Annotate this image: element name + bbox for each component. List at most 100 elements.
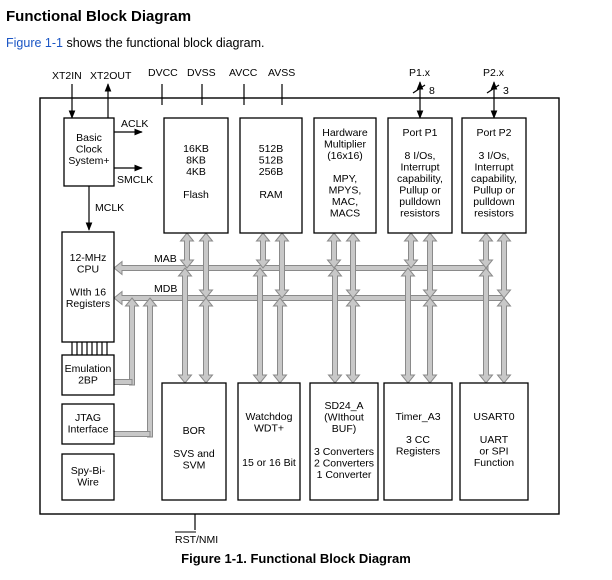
- usart-label-line: or SPI: [479, 446, 508, 458]
- cpu-label-line: CPU: [77, 264, 99, 276]
- multiplier-label-line: (16x16): [327, 150, 363, 162]
- multiplier-label-line: Multiplier: [324, 139, 367, 151]
- spy-bi-wire-block: [61, 453, 115, 501]
- multiplier-block: [313, 117, 377, 234]
- sd24-block: [309, 382, 379, 501]
- port-p2-label-line: resistors: [474, 208, 514, 220]
- bus-link-bottom-2: [252, 267, 268, 384]
- multiplier-label-line: MPY,: [333, 173, 357, 185]
- bus-link-top-8: [478, 232, 494, 269]
- pin-xt2out: XT2OUT: [90, 70, 132, 82]
- port-p1-label-line: 8 I/Os,: [405, 150, 436, 162]
- watchdog-label-line: Watchdog: [246, 411, 293, 423]
- figure-link[interactable]: Figure 1-1: [6, 36, 63, 50]
- pin-p1x: P1.x: [409, 67, 431, 79]
- port-p1-label-line: Port P1: [402, 127, 437, 139]
- ram-label-line: 512B: [259, 155, 284, 167]
- port-p2-label-line: Port P2: [476, 127, 511, 139]
- flash-label-line: Flash: [183, 189, 209, 201]
- multiplier-label-line: MPYS,: [329, 185, 362, 197]
- ram-label-line: RAM: [259, 189, 282, 201]
- sd24-label-line: BUF): [332, 423, 357, 435]
- ram-block: [239, 117, 303, 234]
- spy-bi-wire-label-line: Wire: [77, 477, 99, 489]
- cpu-label-line: 12-MHz: [70, 252, 107, 264]
- port-p2-label-line: 3 I/Os,: [479, 150, 510, 162]
- bus-link-top-0: [179, 232, 195, 269]
- emulation-bus-feed: [113, 379, 133, 385]
- sd24-label-line: (WIthout: [324, 412, 364, 424]
- emulation-label-line: 2BP: [78, 375, 98, 387]
- intro-text: shows the functional block diagram.: [62, 36, 265, 50]
- emulation-bus-riser: [124, 297, 140, 386]
- port-p1-label-line: Interrupt: [400, 162, 439, 174]
- pin-avcc: AVCC: [229, 67, 258, 79]
- bus-link-top-2: [255, 232, 271, 269]
- flash-label-line: 8KB: [186, 155, 206, 167]
- usart-label-line: USART0: [473, 411, 514, 423]
- figure-caption: Figure 1-1. Functional Block Diagram: [181, 551, 411, 566]
- port-p2-label-line: capability,: [471, 173, 517, 185]
- signal-mclk: MCLK: [95, 202, 124, 214]
- pin-labels: XT2IN XT2OUT DVCC DVSS AVCC AVSS P1.x 8 …: [52, 67, 509, 546]
- signal-smclk: SMCLK: [117, 174, 153, 186]
- signal-mdb: MDB: [154, 283, 177, 295]
- blocks: [61, 117, 529, 501]
- jtag-label-line: JTAG: [75, 412, 101, 424]
- bus-link-bottom-3: [272, 297, 288, 384]
- multiplier-label-line: MACS: [330, 208, 360, 220]
- chip-frame: [39, 97, 560, 515]
- bus-link-top-6: [403, 232, 419, 269]
- pin-xt2in: XT2IN: [52, 70, 82, 82]
- pin-p1x-count: 8: [429, 85, 435, 97]
- bor-label-line: SVM: [183, 460, 206, 472]
- pin-dvcc: DVCC: [148, 67, 178, 79]
- usart-label-line: UART: [480, 434, 509, 446]
- timer-label-line: Registers: [396, 446, 440, 458]
- bus-link-bottom-4: [327, 267, 343, 384]
- port-p1-label-line: capability,: [397, 173, 443, 185]
- bus-link-bottom-5: [345, 297, 361, 384]
- watchdog-block: [237, 382, 301, 501]
- bor-block: [161, 382, 227, 501]
- flash-label-line: 4KB: [186, 166, 206, 178]
- pin-rst-nmi: RST/NMI: [175, 534, 218, 546]
- basic-clock-label-line: Basic: [76, 132, 102, 144]
- port-p2-block: [461, 117, 527, 234]
- bus-link-bottom-6: [400, 267, 416, 384]
- port-p1-block: [387, 117, 453, 234]
- jtag-bus-feed: [113, 431, 151, 437]
- watchdog-label-line: WDT+: [254, 423, 284, 435]
- pin-dvss: DVSS: [187, 67, 216, 79]
- bus-link-top-4: [326, 232, 342, 269]
- cpu-label-line: Registers: [66, 298, 110, 310]
- bus-link-top-9: [496, 232, 512, 299]
- timer-label-line: Timer_A3: [395, 411, 440, 423]
- watchdog-label-line: 15 or 16 Bit: [242, 457, 296, 469]
- port-p2-label-line: pulldown: [473, 196, 515, 208]
- jtag-block: [61, 403, 115, 445]
- port-p1-label-line: Pullup or: [399, 185, 441, 197]
- bus-link-bottom-7: [422, 297, 438, 384]
- port-p1-label-line: resistors: [400, 208, 440, 220]
- signal-mab: MAB: [154, 253, 177, 265]
- emulation-label-line: Emulation: [65, 363, 112, 375]
- port-p2-label-line: Pullup or: [473, 185, 515, 197]
- pin-p2x-count: 3: [503, 85, 509, 97]
- flash-label-line: 16KB: [183, 143, 209, 155]
- section-heading: Functional Block Diagram: [6, 8, 192, 25]
- intro-paragraph: Figure 1-1 shows the functional block di…: [6, 36, 264, 50]
- bus-link-bottom-8: [478, 267, 494, 384]
- port-p2-label-line: Interrupt: [474, 162, 513, 174]
- pin-avss: AVSS: [268, 67, 295, 79]
- usart-block: [459, 382, 529, 501]
- bus-link-bottom-9: [496, 297, 512, 384]
- timer-label-line: 3 CC: [406, 434, 430, 446]
- cpu-label-line: WIth 16: [70, 287, 106, 299]
- flash-block: [163, 117, 229, 234]
- pin-lines: [68, 81, 500, 530]
- sd24-label-line: 3 Converters: [314, 446, 374, 458]
- bor-label-line: SVS and: [173, 448, 215, 460]
- spy-bi-wire-label-line: Spy-Bi-: [71, 465, 106, 477]
